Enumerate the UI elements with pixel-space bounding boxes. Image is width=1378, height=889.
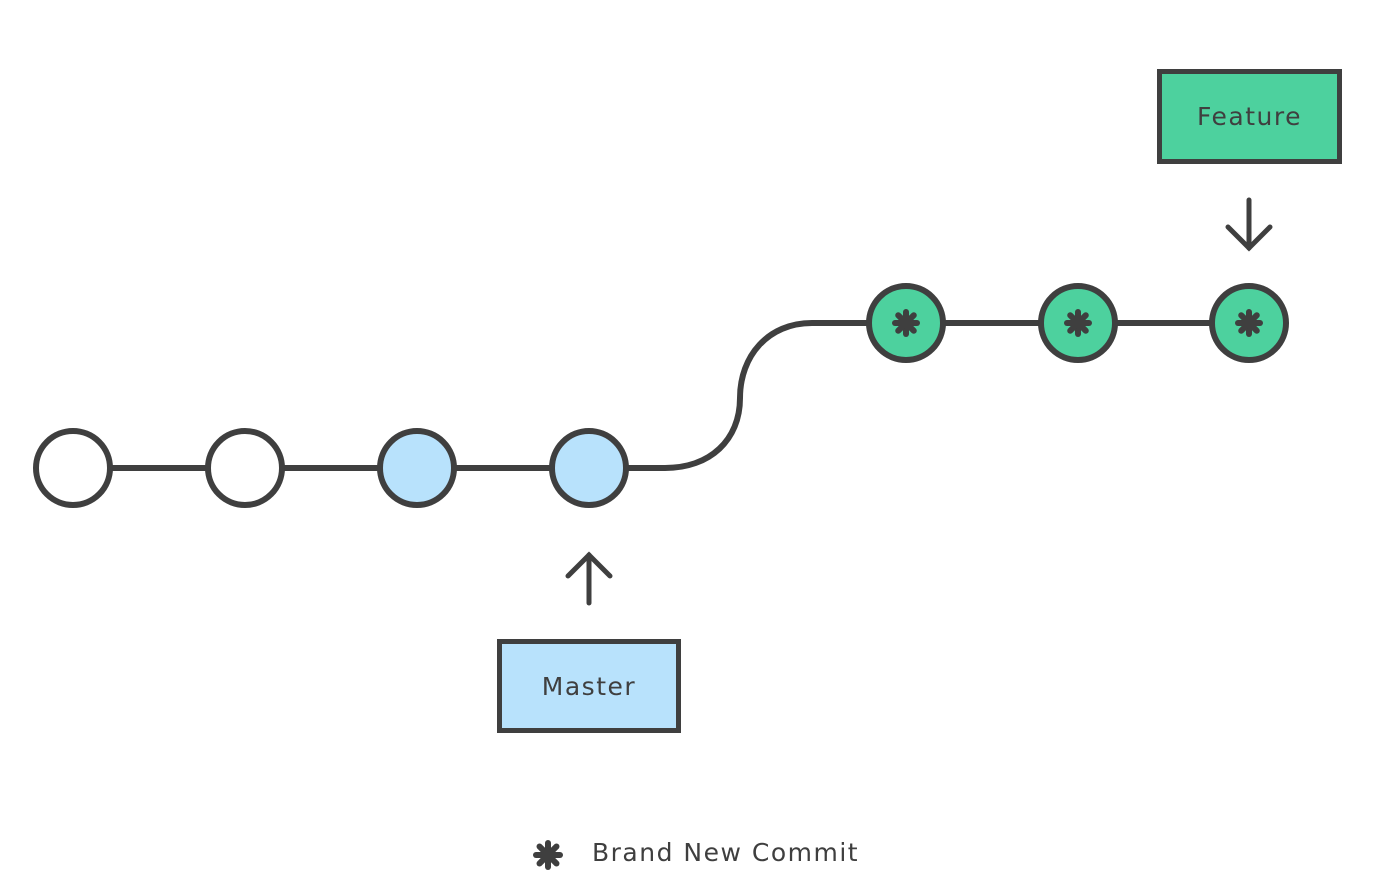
old-commit-node (205, 428, 285, 508)
asterisk-icon (533, 840, 563, 870)
master-commit-node (377, 428, 457, 508)
legend-label: Brand New Commit (592, 838, 860, 867)
master-label-text: Master (541, 671, 637, 701)
branch-curve (664, 320, 1249, 471)
new-commit-asterisk-icon (892, 309, 920, 337)
master-arrow-icon (565, 551, 613, 606)
new-commit-asterisk-icon (1064, 309, 1092, 337)
new-commit-asterisk-icon (1235, 309, 1263, 337)
feature-branch-label: Feature (1157, 69, 1342, 164)
feature-arrow-icon (1225, 197, 1273, 252)
master-commit-node (549, 428, 629, 508)
old-commit-node (33, 428, 113, 508)
master-branch-label: Master (497, 639, 681, 733)
feature-label-text: Feature (1197, 102, 1302, 131)
